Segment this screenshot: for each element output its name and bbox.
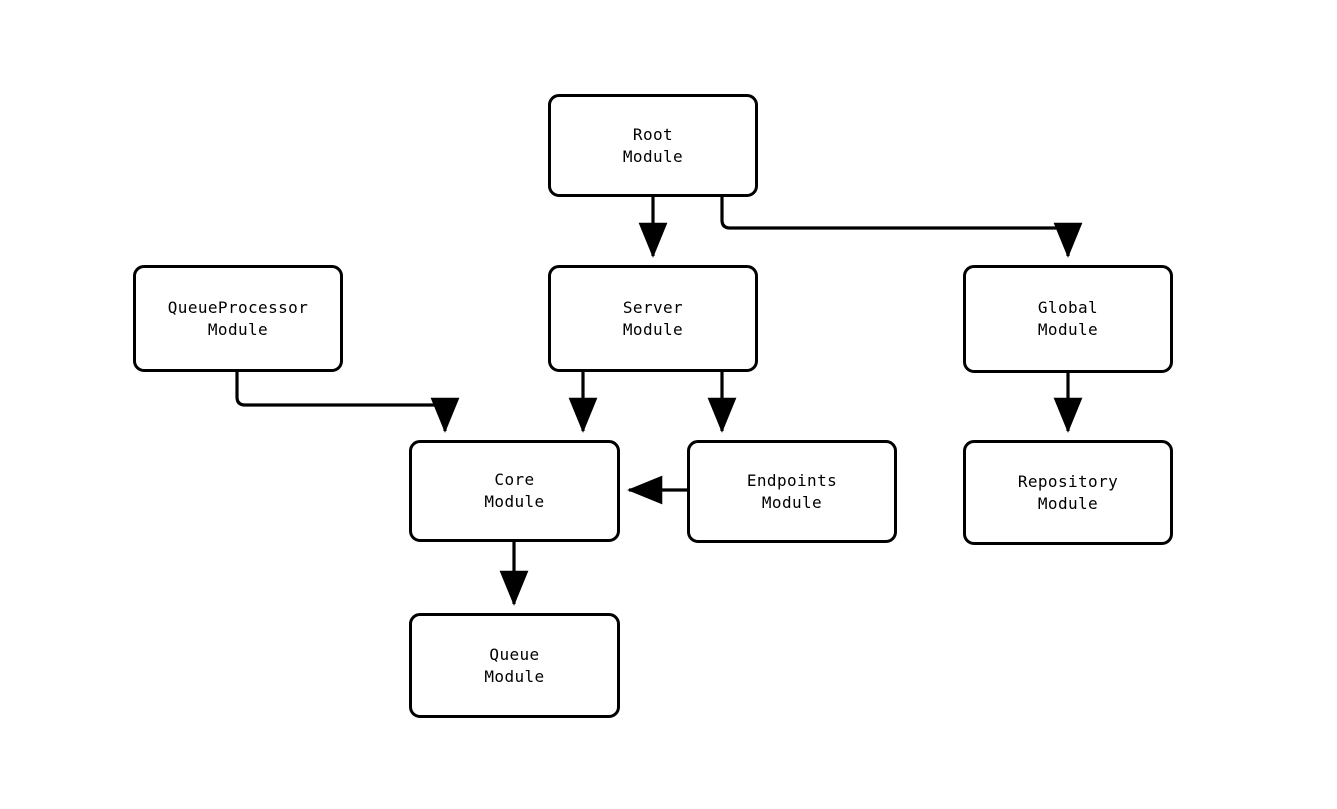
node-core-module-line2: Module bbox=[484, 492, 545, 511]
node-global-module-line2: Module bbox=[1037, 320, 1099, 339]
node-repository-module-line1: Repository bbox=[1017, 471, 1119, 491]
node-queueprocessor-module[interactable]: QueueProcessor Module bbox=[133, 265, 343, 372]
node-repository-module[interactable]: Repository Module bbox=[963, 440, 1173, 545]
node-root-module-line2: Module bbox=[622, 146, 684, 166]
node-endpoints-module-line2: Module bbox=[761, 492, 823, 512]
node-root-module-line1: Root bbox=[632, 124, 674, 144]
node-endpoints-module-line1: Endpoints bbox=[746, 470, 838, 490]
node-core-module-line1: Core bbox=[494, 470, 535, 489]
node-queueprocessor-module-line2: Module bbox=[207, 319, 269, 339]
node-endpoints-module[interactable]: Endpoints Module bbox=[687, 440, 897, 543]
node-core-module[interactable]: Core Module bbox=[409, 440, 620, 542]
node-global-module-line1: Global bbox=[1037, 298, 1099, 317]
node-server-module[interactable]: Server Module bbox=[548, 265, 758, 372]
edge-root-to-global bbox=[720, 197, 1083, 258]
node-queueprocessor-module-line1: QueueProcessor bbox=[167, 297, 309, 317]
edge-queueprocessor-to-core bbox=[235, 372, 460, 433]
node-global-module[interactable]: Global Module bbox=[963, 265, 1173, 373]
node-server-module-line1: Server bbox=[622, 297, 684, 317]
node-queue-module-line2: Module bbox=[484, 666, 545, 686]
node-queue-module[interactable]: Queue Module bbox=[409, 613, 620, 718]
node-repository-module-line2: Module bbox=[1037, 493, 1099, 513]
node-root-module[interactable]: Root Module bbox=[548, 94, 758, 197]
node-server-module-line2: Module bbox=[622, 319, 684, 339]
node-queue-module-line1: Queue bbox=[489, 644, 540, 664]
